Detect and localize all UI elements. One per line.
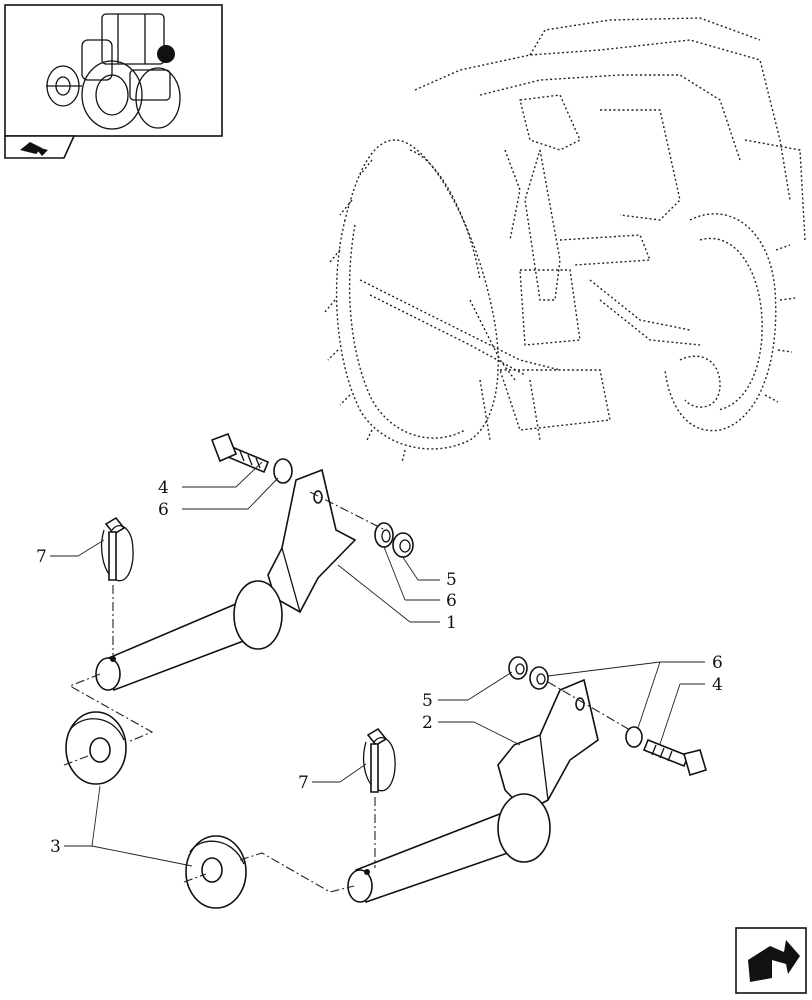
part-5-nut-right: [508, 656, 528, 680]
part-3-spacer-lower: [185, 835, 247, 909]
part-4-bolt-top: [210, 432, 270, 474]
part-6-washer-top: [273, 458, 293, 484]
callout-5-mid: 5: [446, 570, 457, 590]
book-tab-icon: [4, 135, 76, 159]
callout-3: 3: [50, 837, 61, 857]
callout-6-left: 6: [158, 500, 169, 520]
part-7-lynch-pin-top: [101, 516, 134, 582]
callout-7-bottom: 7: [298, 773, 309, 793]
callout-4-top: 4: [158, 478, 169, 498]
leader-lines: [50, 461, 705, 867]
part-3-spacer-upper: [65, 711, 127, 785]
callout-4-right: 4: [712, 675, 723, 695]
part-2-bracket-pin: [347, 678, 599, 904]
callout-7-top: 7: [36, 547, 47, 567]
callout-1: 1: [446, 613, 457, 633]
callout-5-left: 5: [422, 691, 433, 711]
callout-2: 2: [422, 713, 433, 733]
part-5-nut-mid: [392, 532, 414, 558]
part-4-bolt-right: [642, 738, 707, 777]
next-page-arrow-icon[interactable]: [735, 927, 807, 994]
callout-6-mid: 6: [446, 591, 457, 611]
part-1-bracket-pin: [95, 468, 357, 692]
part-6-washer-mid: [374, 522, 394, 548]
tractor-rear-illustration: [324, 17, 806, 463]
tractor-thumbnail-icon[interactable]: [4, 4, 223, 137]
part-7-lynch-pin-bottom: [363, 727, 396, 793]
callout-6-right: 6: [712, 653, 723, 673]
part-6-washer-right-a: [529, 666, 549, 690]
part-6-washer-right-b: [625, 726, 643, 748]
